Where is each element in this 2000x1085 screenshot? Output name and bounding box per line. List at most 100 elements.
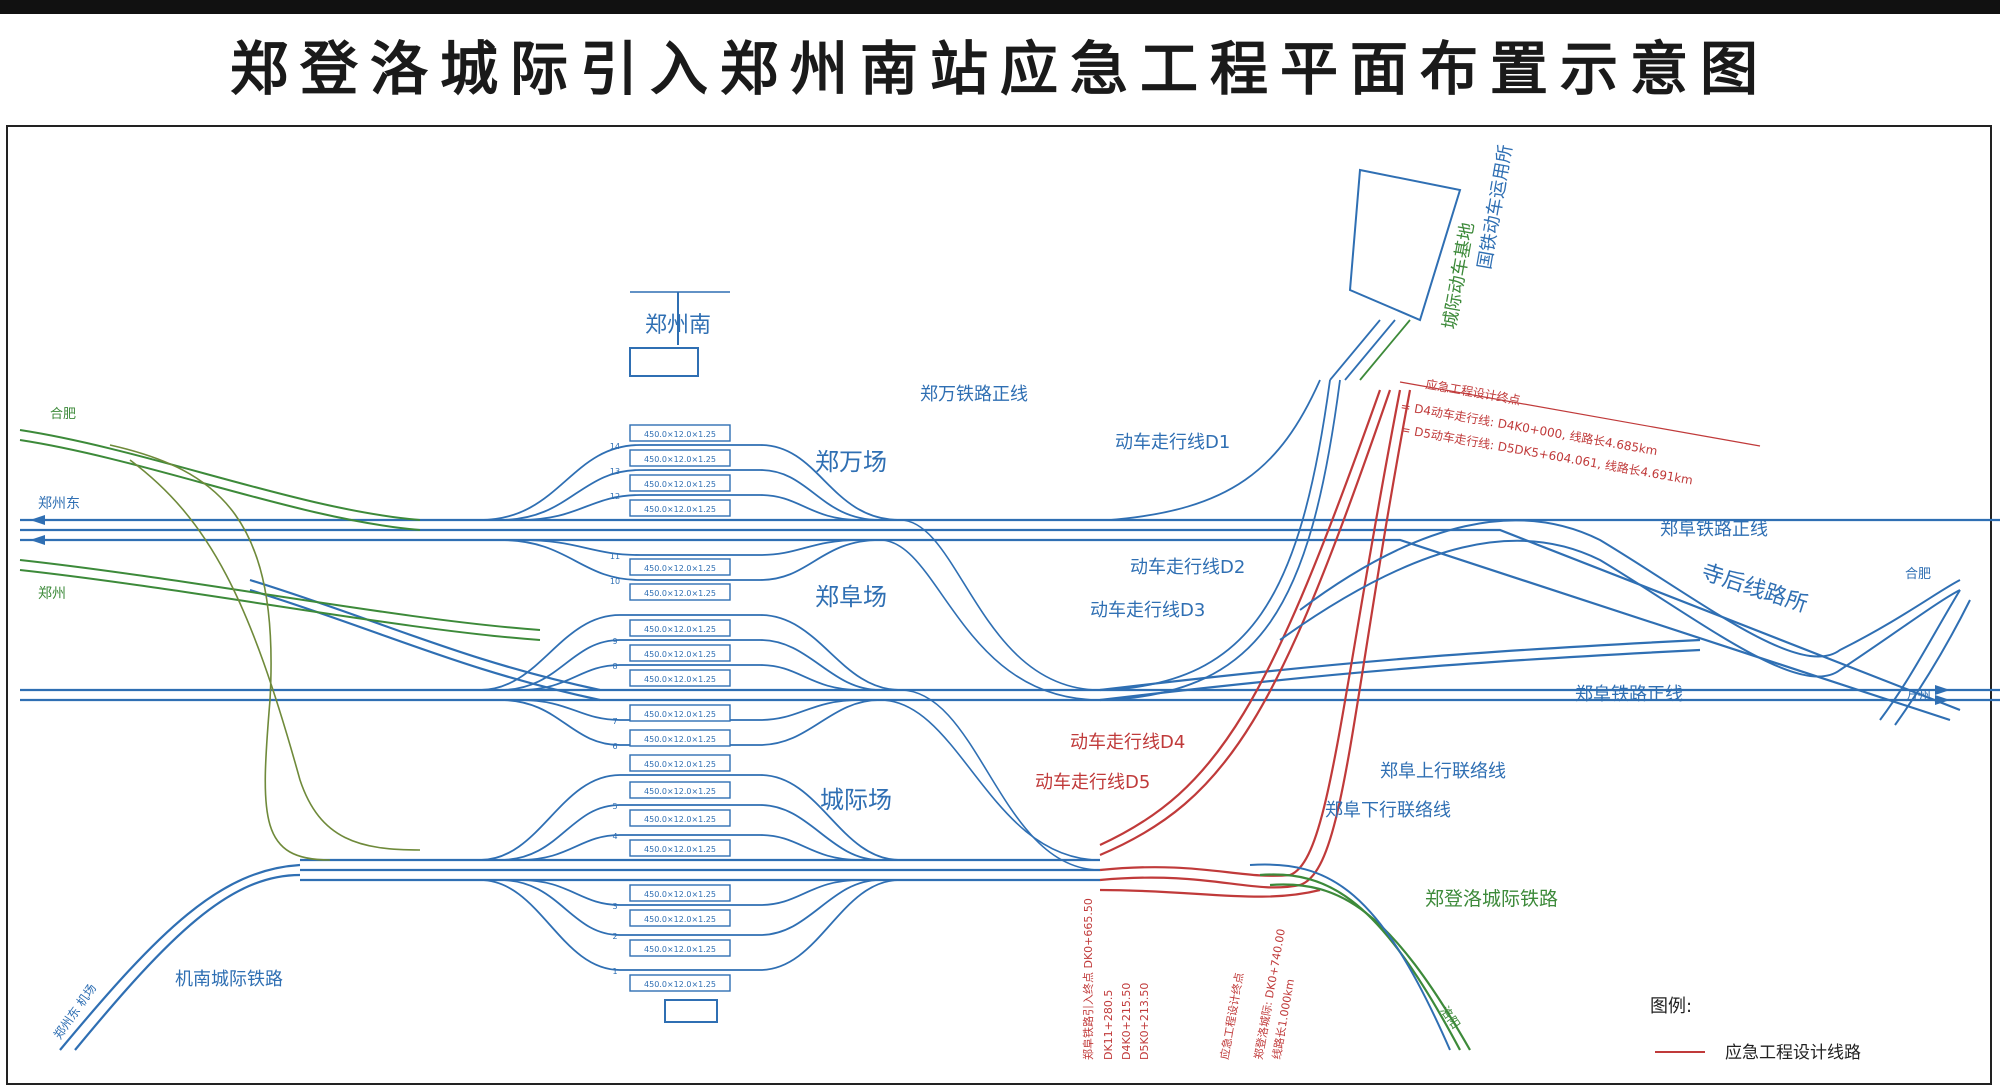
platform xyxy=(629,909,731,927)
legend: 图例: 应急工程设计线路 xyxy=(1650,996,1861,1063)
zhengfu-main-slope xyxy=(249,578,1701,702)
track-number: 10 xyxy=(610,577,620,586)
zhengdengluo-line xyxy=(1259,873,1471,1051)
d5-label: 动车走行线D5 xyxy=(1035,772,1150,793)
depot-approach xyxy=(1109,319,1396,701)
sihou-label: 寺后线路所 xyxy=(1698,560,1810,618)
depot-green xyxy=(1359,319,1411,381)
platform xyxy=(629,704,731,722)
left-green-lines xyxy=(19,429,541,641)
platform xyxy=(629,729,731,747)
yard-connectors xyxy=(879,519,1101,871)
platform-label: 450.0×12.0×1.25 xyxy=(644,815,716,824)
page-title: 郑登洛城际引入郑州南站应急工程平面布置示意图 xyxy=(229,35,1770,103)
station-label: 郑州南 xyxy=(645,313,711,338)
mileage-b: DK11+280.5 xyxy=(1102,990,1115,1060)
platform xyxy=(629,754,731,772)
mileage-c: D4K0+215.50 xyxy=(1120,983,1133,1060)
platform-label: 450.0×12.0×1.25 xyxy=(644,589,716,598)
track-number: 6 xyxy=(612,742,617,751)
platform xyxy=(629,558,731,576)
platform xyxy=(629,644,731,662)
yard-zhengwan-label: 郑万场 xyxy=(815,448,887,476)
d2-label: 动车走行线D2 xyxy=(1130,557,1245,578)
track-number: 4 xyxy=(612,832,617,841)
platform xyxy=(629,974,731,992)
platform-label: 450.0×12.0×1.25 xyxy=(644,945,716,954)
track-number: 11 xyxy=(610,552,620,561)
track-number: 9 xyxy=(612,637,617,646)
left-zhengzhou-east-label: 郑州东 xyxy=(38,496,80,512)
zhengfu-main-top-label: 郑阜铁路正线 xyxy=(1660,519,1768,540)
yard-chengji-tracks xyxy=(479,774,901,971)
platform-label: 450.0×12.0×1.25 xyxy=(644,735,716,744)
platform xyxy=(629,839,731,857)
zhengdengluo-label: 郑登洛城际铁路 xyxy=(1425,888,1558,910)
platform-label: 450.0×12.0×1.25 xyxy=(644,430,716,439)
left-taihe-label: 合肥 xyxy=(50,407,76,422)
yard-zhengwan-tracks xyxy=(479,444,901,581)
left-olive-lines xyxy=(109,444,421,861)
left-zhengzhou-label: 郑州 xyxy=(38,586,66,602)
mileage-a: 郑阜铁路引入终点 DK0+665.50 xyxy=(1081,898,1095,1060)
platform-label: 450.0×12.0×1.25 xyxy=(644,564,716,573)
annotation-header: 应急工程设计终点 xyxy=(1424,376,1521,407)
direction-arrows xyxy=(30,515,1950,705)
mileage-d: D5K0+213.50 xyxy=(1138,983,1151,1060)
mileage-e: 应急工程设计终点 xyxy=(1217,971,1246,1060)
top-bar xyxy=(0,0,2000,14)
bottom-right-label: 洛阳 xyxy=(1438,1003,1464,1031)
yard-chengji-label: 城际场 xyxy=(820,786,892,814)
track-number: 7 xyxy=(612,717,617,726)
legend-item: 应急工程设计线路 xyxy=(1725,1043,1861,1063)
track-number: 1 xyxy=(612,967,617,976)
platform xyxy=(629,583,731,601)
d3-label: 动车走行线D3 xyxy=(1090,600,1205,621)
track-number: 5 xyxy=(612,802,617,811)
d1-label: 动车走行线D1 xyxy=(1115,432,1230,453)
platform xyxy=(629,884,731,902)
depot-a-label: 国铁动车运用所 xyxy=(1474,143,1517,271)
track-number: 2 xyxy=(612,932,617,941)
track-number: 14 xyxy=(610,442,620,451)
platform xyxy=(629,424,731,442)
d4-label: 动车走行线D4 xyxy=(1070,732,1185,753)
platform xyxy=(629,939,731,957)
platform-label: 450.0×12.0×1.25 xyxy=(644,915,716,924)
right-wanzhou-label: 万州 xyxy=(1905,689,1931,704)
yard-zhengfu-label: 郑阜场 xyxy=(815,583,887,611)
jinan-line xyxy=(59,863,301,1051)
zhengfu-up-label: 郑阜上行联络线 xyxy=(1380,761,1506,782)
track-number: 3 xyxy=(612,902,617,911)
platform-label: 450.0×12.0×1.25 xyxy=(644,890,716,899)
track-number: 8 xyxy=(612,662,617,671)
jinan-label: 机南城际铁路 xyxy=(175,969,283,990)
right-curves xyxy=(1279,519,1971,726)
bottom-mileage: 郑阜铁路引入终点 DK0+665.50 DK11+280.5 D4K0+215.… xyxy=(1081,898,1297,1060)
platform xyxy=(629,474,731,492)
platform xyxy=(629,781,731,799)
platform-label: 450.0×12.0×1.25 xyxy=(644,845,716,854)
platform-label: 450.0×12.0×1.25 xyxy=(644,787,716,796)
right-hefei-label: 合肥 xyxy=(1905,567,1931,582)
platform-label: 450.0×12.0×1.25 xyxy=(644,710,716,719)
station-building xyxy=(629,291,730,1023)
legend-title: 图例: xyxy=(1650,996,1692,1017)
emergency-tracks xyxy=(1099,389,1412,898)
platform-label: 450.0×12.0×1.25 xyxy=(644,650,716,659)
platform xyxy=(629,669,731,687)
track-number: 13 xyxy=(610,467,620,476)
annotation-block: 应急工程设计终点 = D4动车走行线: D4K0+000, 线路长4.685km… xyxy=(1399,376,1761,487)
zhengfu-main-bottom-label: 郑阜铁路正线 xyxy=(1575,684,1683,705)
zhengfu-down-label: 郑阜下行联络线 xyxy=(1325,800,1451,821)
platform xyxy=(629,499,731,517)
platforms: 450.0×12.0×1.25 450.0×12.0×1.25 450.0×12.0… xyxy=(610,424,731,992)
platform xyxy=(629,809,731,827)
zhengwan-main-label: 郑万铁路正线 xyxy=(920,384,1028,405)
platform-label: 450.0×12.0×1.25 xyxy=(644,675,716,684)
platform-label: 450.0×12.0×1.25 xyxy=(644,480,716,489)
platform-label: 450.0×12.0×1.25 xyxy=(644,455,716,464)
platform-label: 450.0×12.0×1.25 xyxy=(644,505,716,514)
track-number: 12 xyxy=(610,492,620,501)
